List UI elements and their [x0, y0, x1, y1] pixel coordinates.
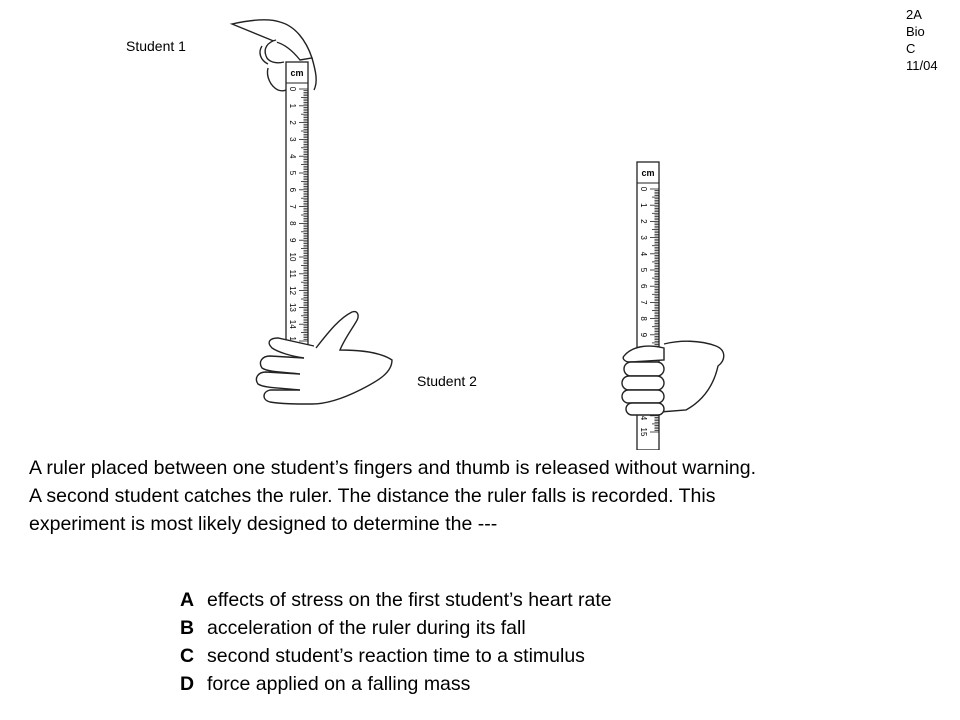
ruler-number: 10 — [288, 253, 297, 262]
ruler-number: 0 — [288, 87, 297, 92]
course-tag: 2A Bio C 11/04 — [906, 6, 938, 74]
ruler-number: 3 — [288, 137, 297, 142]
ruler-number: 1 — [639, 203, 648, 208]
ruler-number: 0 — [639, 187, 648, 192]
ruler-unit-label: cm — [290, 68, 303, 78]
course-tag-line: Bio — [906, 24, 925, 39]
student1-label: Student 1 — [126, 38, 186, 54]
ruler-number: 14 — [639, 411, 648, 420]
question-line: A second student catches the ruler. The … — [29, 485, 716, 507]
course-tag-line: C — [906, 41, 916, 56]
ruler-number: 1 — [288, 104, 297, 109]
ruler-number: 4 — [639, 252, 648, 257]
course-tag-line: 11/04 — [906, 58, 938, 73]
choice-letter: B — [180, 617, 195, 639]
student2-label: Student 2 — [417, 373, 477, 389]
choice-letter: D — [180, 673, 195, 695]
ruler-number: 4 — [288, 154, 297, 159]
student1-hand-icon — [229, 19, 317, 92]
ruler-number: 13 — [288, 303, 297, 312]
ruler-number: 6 — [639, 284, 648, 289]
ruler-number: 8 — [639, 316, 648, 321]
question-text: A ruler placed between one student’s fin… — [29, 454, 949, 538]
choice-letter: C — [180, 645, 195, 667]
ruler-number: 12 — [288, 286, 297, 295]
choice-text: force applied on a falling mass — [207, 673, 471, 695]
choice-text: effects of stress on the first student’s… — [207, 589, 612, 611]
ruler-number: 8 — [288, 221, 297, 226]
ruler-number: 9 — [288, 238, 297, 243]
ruler-number: 3 — [639, 235, 648, 240]
student2-open-hand-icon — [255, 310, 393, 405]
ruler-number: 15 — [639, 428, 648, 437]
ruler-number: 6 — [288, 188, 297, 193]
ruler-student1: cm0123456789101112131415 — [285, 61, 309, 349]
ruler-number: 5 — [288, 171, 297, 176]
ruler-drop-illustration: Student 1 Student 2 cm012345678910111213… — [126, 19, 725, 450]
course-tag-line: 2A — [906, 7, 922, 22]
ruler-unit-label: cm — [641, 168, 654, 178]
choice-text: acceleration of the ruler during its fal… — [207, 617, 526, 639]
ruler-number: 2 — [639, 219, 648, 224]
ruler-number: 9 — [639, 333, 648, 338]
ruler-number: 7 — [288, 204, 297, 209]
ruler-number: 5 — [639, 268, 648, 273]
choice-text: second student’s reaction time to a stim… — [207, 645, 585, 667]
ruler-number: 2 — [288, 120, 297, 125]
question-line: experiment is most likely designed to de… — [29, 513, 498, 535]
ruler-number: 14 — [288, 320, 297, 329]
choice-letter: A — [180, 589, 195, 611]
question-line: A ruler placed between one student’s fin… — [29, 457, 757, 479]
ruler-number: 7 — [639, 300, 648, 305]
ruler-number: 11 — [288, 270, 297, 279]
student2-fist-icon — [621, 340, 725, 416]
